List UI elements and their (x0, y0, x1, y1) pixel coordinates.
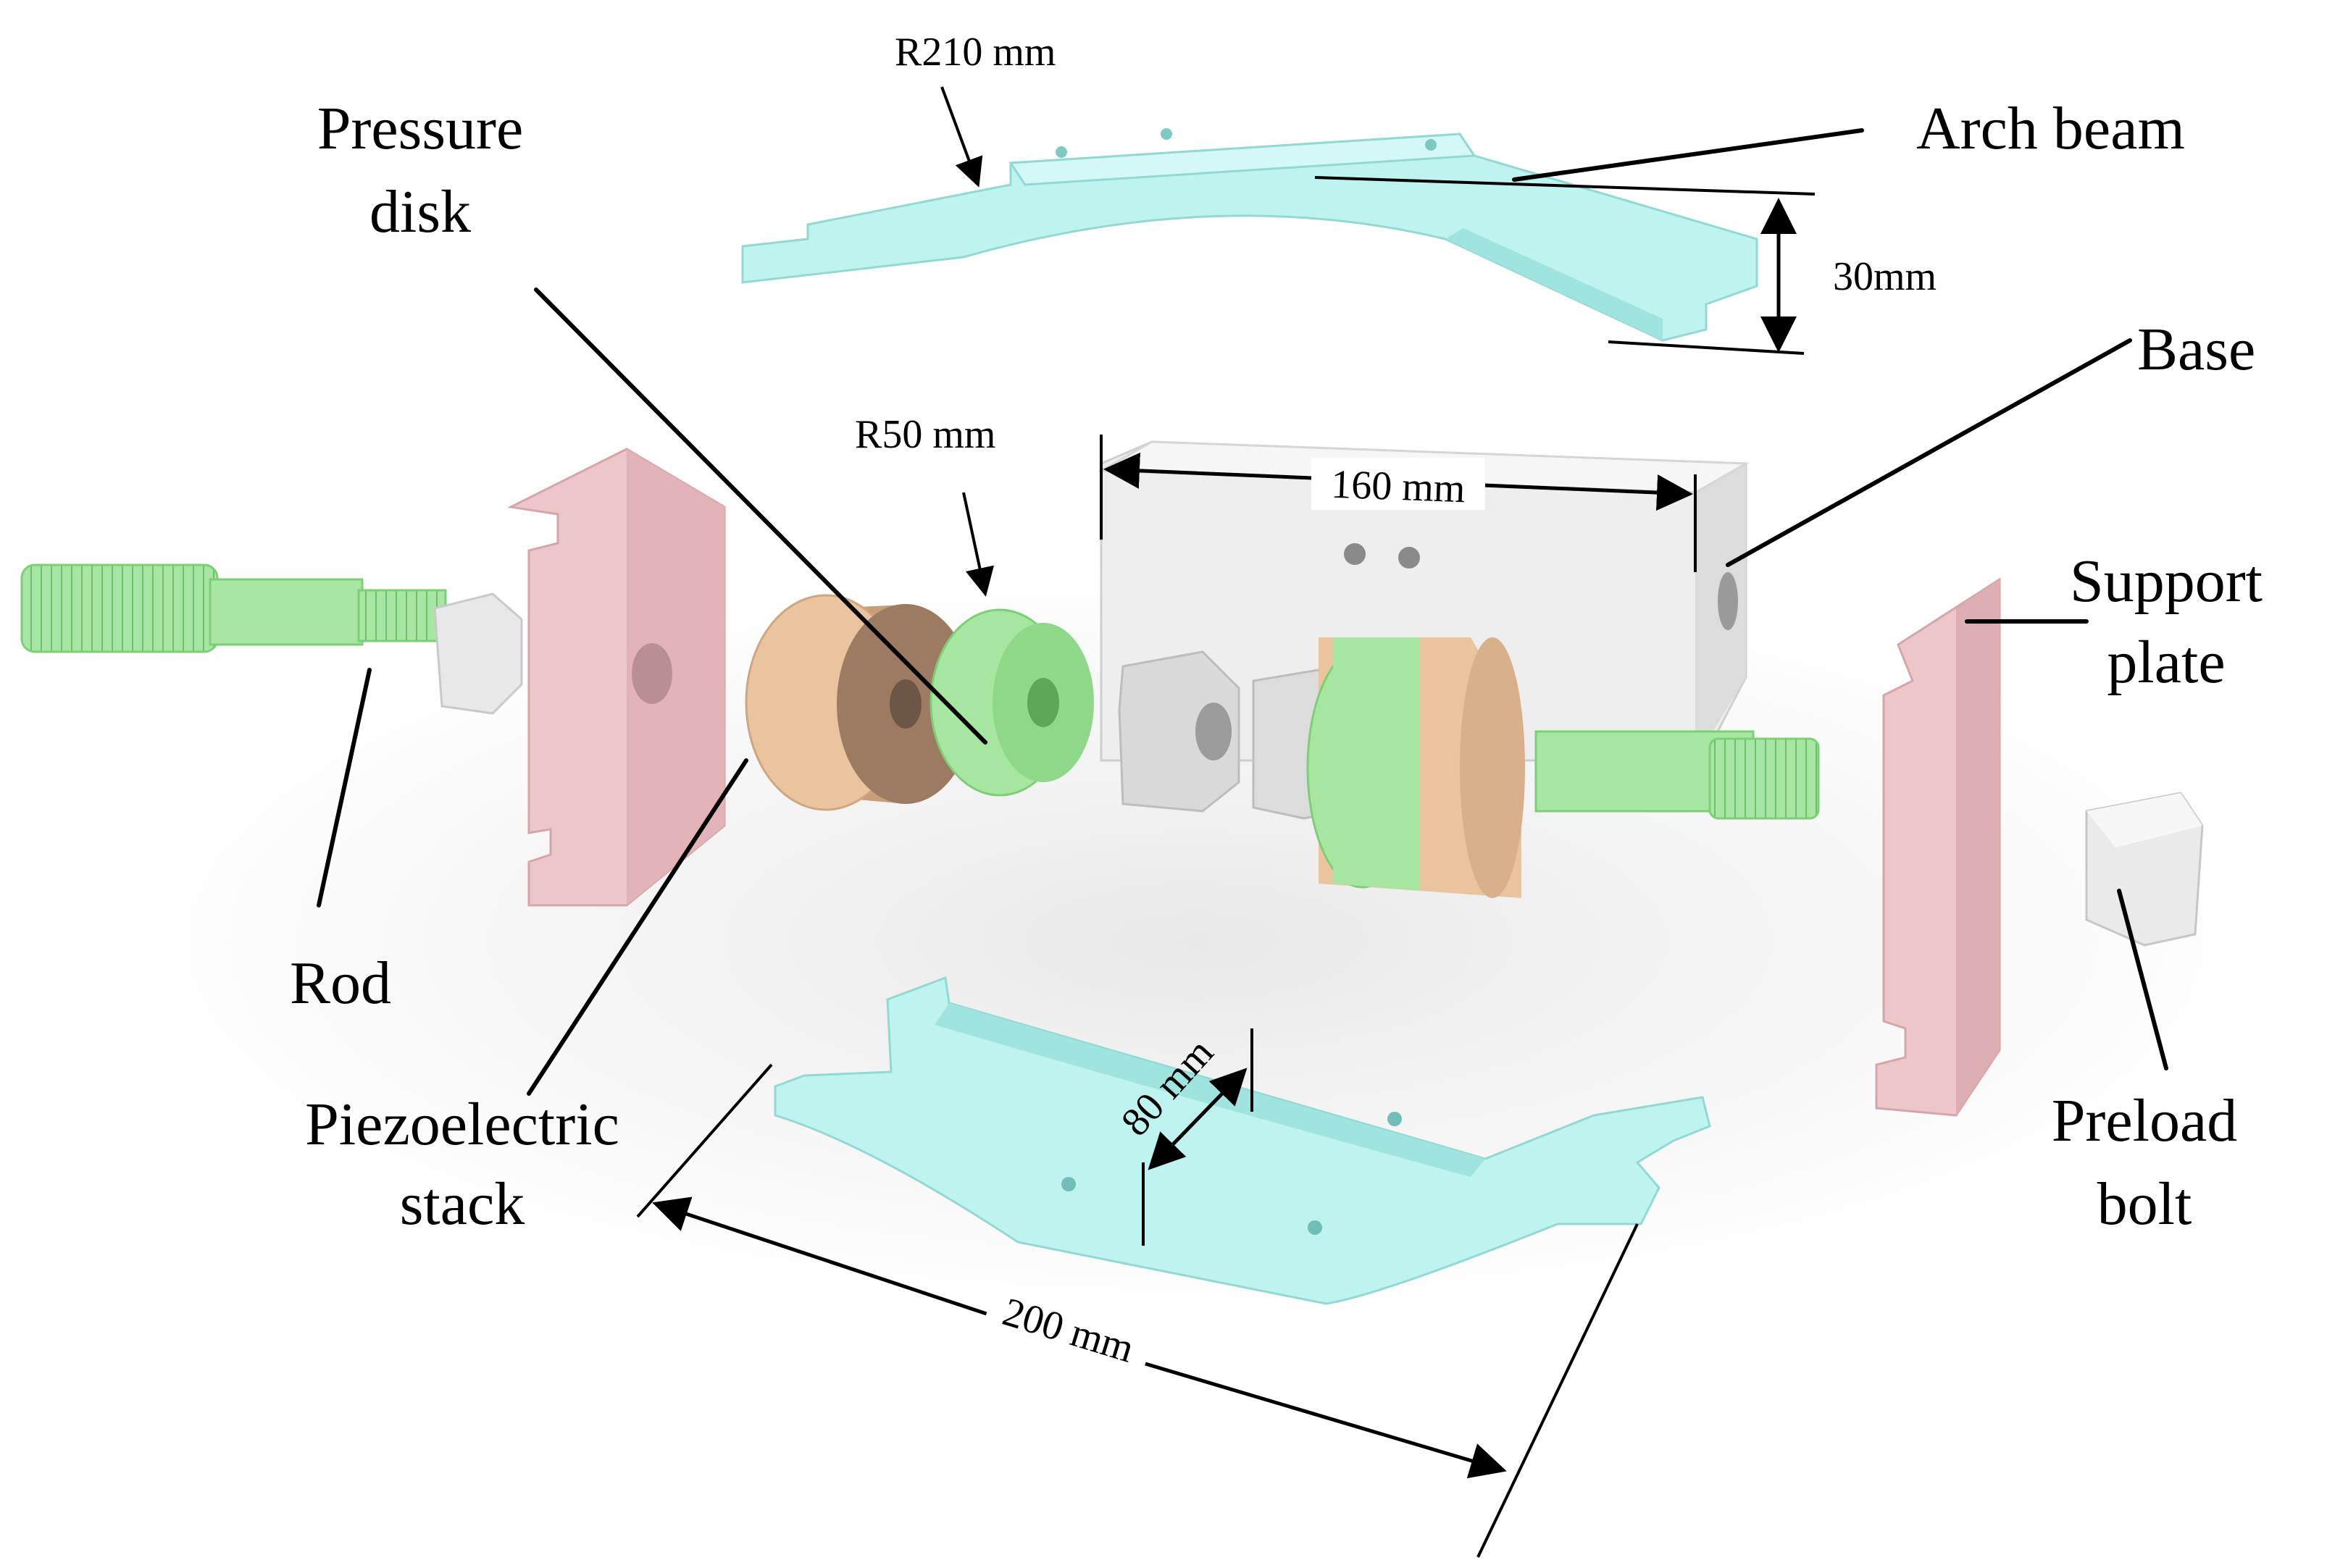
rod-right (1534, 730, 1820, 820)
leader-arch-beam (1512, 128, 1864, 182)
dim-200-ext-left (636, 1063, 773, 1218)
preload-bolt (2085, 792, 2204, 947)
rod-left (20, 563, 523, 715)
dim-80-arrow-b (1148, 1118, 1199, 1170)
base-hole (1718, 572, 1738, 630)
label-preload-bolt-line1: Preload (2052, 1087, 2238, 1154)
label-support-plate-line1: Support (2070, 548, 2263, 615)
label-pressure-disk-line2: disk (369, 178, 471, 246)
leader-r210 (940, 86, 983, 188)
label-pressure-disk-line1: Pressure (317, 95, 524, 162)
bolt-hole (1056, 146, 1067, 158)
label-r210: R210 mm (895, 30, 1056, 75)
leader-preload-bolt (2117, 889, 2168, 1070)
bolt-hole (1061, 1177, 1076, 1191)
pressure-disk (929, 608, 1094, 797)
dim-80-arrow-a (1196, 1068, 1248, 1120)
leader-base (1726, 338, 2132, 567)
arch-beam-top (741, 128, 1758, 342)
plate-hole (632, 643, 672, 704)
label-support-plate-line2: plate (2107, 629, 2225, 696)
label-160-bg (1311, 458, 1485, 510)
label-rod: Rod (290, 949, 391, 1017)
bolt-hole (1308, 1220, 1322, 1235)
support-plate-right (1875, 577, 2001, 1117)
dim-200-ext-right (1476, 1223, 1639, 1558)
dim-30-ext-top (1314, 176, 1816, 196)
label-preload-bolt-line2: bolt (2097, 1170, 2192, 1238)
dim-30-ext-bottom (1608, 340, 1805, 355)
label-piezo-stack-line2: stack (400, 1170, 525, 1238)
base-hole (1344, 543, 1366, 565)
leader-rod (317, 668, 372, 907)
label-r50: R50 mm (855, 412, 995, 457)
support-plate-left (507, 448, 726, 907)
label-200-bg (981, 1280, 1156, 1380)
leader-pressure-disk (534, 288, 987, 745)
label-base: Base (2137, 316, 2255, 383)
hex-nut-1 (1118, 650, 1240, 813)
base-hole (1398, 547, 1420, 569)
label-160mm: 160 mm (1330, 462, 1466, 511)
label-30mm: 30mm (1833, 254, 1937, 299)
leader-piezo-stack (527, 758, 748, 1096)
label-arch-beam: Arch beam (1916, 95, 2185, 162)
bolt-hole (1161, 128, 1172, 140)
label-piezo-stack-line1: Piezoelectric (305, 1091, 619, 1158)
piezo-stack-right (1306, 637, 1525, 898)
bolt-hole (1425, 139, 1437, 151)
bolt-hole (1387, 1112, 1402, 1126)
leader-r50 (962, 492, 995, 597)
